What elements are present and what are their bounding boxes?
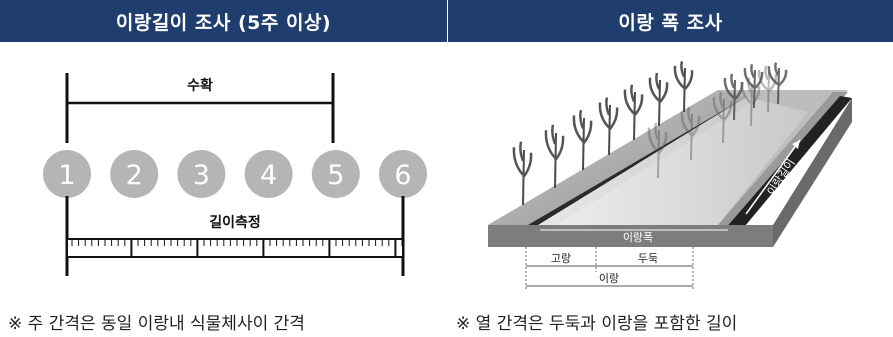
rice-plant xyxy=(598,97,619,156)
plant-spacing-note: ※ 주 간격은 동일 이랑내 식물체사이 간격 xyxy=(8,314,305,334)
ridge-width-panel: 이랑 폭 조사 이랑길이 xyxy=(448,0,893,337)
plant-circle xyxy=(177,150,226,198)
harvest-label: 수확 xyxy=(187,77,213,94)
rice-plant xyxy=(767,62,788,105)
plant-circle xyxy=(43,150,91,198)
ridge-length-title: 이랑길이 조사 (5주 이상) xyxy=(0,0,447,42)
measuring-ruler xyxy=(66,238,404,258)
plant-number: 5 xyxy=(327,160,344,191)
rice-plant xyxy=(680,106,701,161)
plant-circle xyxy=(379,150,427,198)
ridge-length-diagram: 수확 1 2 3 4 5 6 길이측정 xyxy=(43,73,427,276)
ridge-width-title: 이랑 폭 조사 xyxy=(448,0,893,42)
rice-plant xyxy=(712,92,733,144)
furrow-label: 고랑 xyxy=(551,252,571,265)
panel-divider xyxy=(446,0,447,337)
rice-plant xyxy=(743,63,764,109)
ridge-length-arrowhead xyxy=(792,140,800,149)
row-spacing-note: ※ 열 간격은 두둑과 이랑을 포함한 길이 xyxy=(456,314,738,334)
plant-number: 1 xyxy=(58,160,75,191)
rice-plant xyxy=(623,84,644,141)
right-bed-edge xyxy=(724,96,852,232)
left-bed-top xyxy=(488,90,746,225)
ruler-ticks xyxy=(71,240,403,256)
plant-number: 6 xyxy=(394,160,411,191)
rice-plant xyxy=(723,73,744,121)
ridge-label: 이랑 xyxy=(599,272,619,285)
ground-slab-side xyxy=(773,98,852,247)
plant-number: 3 xyxy=(193,160,210,191)
rice-plant xyxy=(673,61,694,113)
rice-plants xyxy=(512,61,788,206)
ridge-length-panel: 이랑길이 조사 (5주 이상) 수확 1 2 3 4 5 6 길이측정 ※ 주 간격은 동… xyxy=(0,0,447,334)
measure-label: 길이측정 xyxy=(209,214,261,231)
plant-number: 2 xyxy=(126,160,143,191)
furrow-surface xyxy=(538,97,808,225)
ridge-width-diagram: 이랑길이 이랑폭 고랑 두둑 이랑 xyxy=(488,61,852,290)
plant-circle xyxy=(311,150,360,198)
ridge-width-label: 이랑폭 xyxy=(623,231,653,244)
rice-plant xyxy=(572,109,593,171)
rice-plant xyxy=(647,122,668,179)
plant-circles: 1 2 3 4 5 6 xyxy=(43,150,427,198)
plant-number: 4 xyxy=(260,160,277,191)
rice-plant xyxy=(544,124,565,189)
plant-circle xyxy=(244,150,293,198)
plant-circle xyxy=(110,150,159,198)
rice-plant xyxy=(648,72,669,127)
bed-label: 두둑 xyxy=(638,252,658,265)
rice-plant xyxy=(512,141,533,206)
ridge-length-arrow xyxy=(745,139,801,215)
